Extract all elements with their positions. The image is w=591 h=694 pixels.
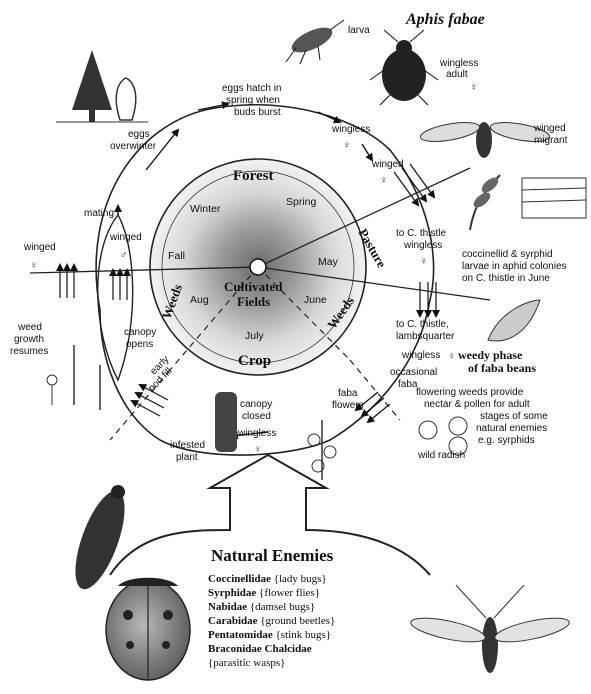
label-weed-growth-1: weed [17, 322, 42, 333]
label-flowering-2: nectar & pollen for adult [424, 399, 530, 410]
female-symbol-thistle: ♀ [420, 256, 428, 267]
weed-plants-illustration [47, 345, 100, 410]
wheel-hub [250, 259, 266, 275]
label-to-thistle-1: to C. thistle [396, 228, 446, 239]
habitat-crop: Crop [238, 353, 271, 369]
wingless-adult-illustration [370, 30, 438, 105]
enemy-item: Carabidae {ground beetles} [208, 614, 408, 628]
label-eggs-overwinter-2: overwinter [110, 141, 157, 152]
ladybug-larva-illustration [65, 485, 134, 595]
enemy-item: Coccinellidae {lady bugs} [208, 572, 408, 586]
label-winged-migrant-1: winged [533, 123, 566, 134]
label-weed-growth-3: resumes [10, 346, 48, 357]
label-to-lambsquarter-1: to C. thistle, [396, 319, 449, 330]
label-coccinellid-2: larvae in aphid colonies [462, 261, 567, 272]
forest-trees-illustration [56, 50, 148, 122]
label-wingless-top: wingless [331, 124, 370, 135]
label-weedy-phase-1: weedy phase [458, 348, 523, 362]
label-occasional-1: occasional [390, 367, 437, 378]
month-fall: Fall [168, 250, 185, 262]
female-symbol-mid: ♀ [448, 351, 456, 362]
label-mating: mating [84, 208, 114, 219]
label-flowering-3: stages of some [480, 411, 548, 422]
female-symbol-wingless-top: ♀ [343, 140, 351, 151]
female-symbol-adult: ♀ [470, 82, 478, 93]
label-eggs-hatch-3: buds burst [234, 107, 281, 118]
label-faba-flowers-1: faba [338, 388, 358, 399]
infested-plant-illustration [215, 392, 237, 452]
label-eggs-overwinter-1: eggs [128, 129, 150, 140]
label-winged-male: winged [109, 232, 142, 243]
label-wild-radish: wild radish [417, 450, 465, 461]
label-winged-top: winged [371, 159, 404, 170]
month-july: July [245, 330, 264, 342]
arrow-wingless-top [318, 112, 340, 122]
label-occasional-2: faba [398, 379, 418, 390]
species-title: Aphis fabae [405, 11, 485, 28]
label-larva: larva [348, 25, 370, 36]
label-wingless-bottom: wingless [237, 428, 276, 439]
enemy-item: Syrphidae {flower flies} [208, 586, 408, 600]
enemy-item-last: {parasitic wasps} [208, 656, 408, 670]
thistle-illustration [470, 175, 586, 230]
label-wingless-adult-2: adult [446, 69, 468, 80]
month-winter: Winter [190, 203, 221, 215]
label-canopy-closed-1: canopy [240, 399, 272, 410]
label-canopy-closed-2: closed [242, 411, 271, 422]
larva-illustration [286, 20, 344, 64]
month-spring: Spring [286, 196, 317, 208]
female-symbol-bottom: ♀ [254, 444, 262, 455]
enemy-item: Braconidae Chalcidae [208, 642, 408, 656]
migration-arrows-top-right [394, 164, 434, 205]
label-canopy-opens-2: opens [126, 339, 153, 350]
month-june: June [304, 294, 327, 306]
label-coccinellid-3: on C. thistle in June [462, 273, 550, 284]
faba-leaf-illustration [488, 300, 540, 341]
label-weedy-phase-2: of faba beans [468, 361, 536, 375]
label-winged-migrant-2: migrant [534, 135, 568, 146]
label-wingless-adult-1: wingless [439, 58, 478, 69]
label-infested-1: infested [170, 440, 205, 451]
label-flowering-4: natural enemies [476, 423, 547, 434]
arrow-winged-top [362, 144, 372, 160]
label-to-lambsquarter-2: lambsquarter [396, 331, 455, 342]
label-eggs-hatch-2: spring when [226, 95, 280, 106]
label-faba-flowers-2: flowers [332, 400, 364, 411]
month-may: May [318, 256, 339, 268]
habitat-forest: Forest [233, 168, 274, 184]
label-canopy-opens-1: canopy [124, 327, 156, 338]
label-winged-left: winged [23, 242, 56, 253]
label-flowering-5: e.g. syrphids [478, 435, 535, 446]
female-symbol-winged-top: ♀ [380, 175, 388, 186]
male-symbol: ♂ [120, 250, 128, 261]
faba-flowers-illustration [308, 420, 336, 480]
enemy-item: Pentatomidae {stink bugs} [208, 628, 408, 642]
center-label-line2: Fields [237, 294, 270, 309]
label-eggs-hatch-1: eggs hatch in [222, 83, 282, 94]
ladybug-illustration [106, 578, 190, 680]
center-label-line1: Cultivated [224, 279, 283, 294]
label-weed-growth-2: growth [14, 334, 44, 345]
migration-arrows-mid-right [420, 282, 436, 316]
female-symbol-left: ♀ [30, 260, 38, 271]
label-infested-2: plant [176, 452, 198, 463]
month-aug: Aug [190, 294, 209, 306]
natural-enemies-title: Natural Enemies [211, 546, 333, 566]
enemy-item: Nabidae {damsel bugs} [208, 600, 408, 614]
migration-arrows-left [60, 265, 74, 298]
winged-migrant-illustration [419, 119, 551, 158]
label-flowering-1: flowering weeds provide [416, 387, 524, 398]
natural-enemies-list: Coccinellidae {lady bugs} Syrphidae {flo… [208, 572, 408, 670]
label-wingless-mid: wingless [401, 350, 440, 361]
parasitic-wasp-illustration [409, 585, 571, 673]
label-to-thistle-2: wingless [403, 240, 442, 251]
label-coccinellid-1: coccinellid & syrphid [462, 249, 553, 260]
migration-arrows-left-inner [113, 270, 127, 300]
